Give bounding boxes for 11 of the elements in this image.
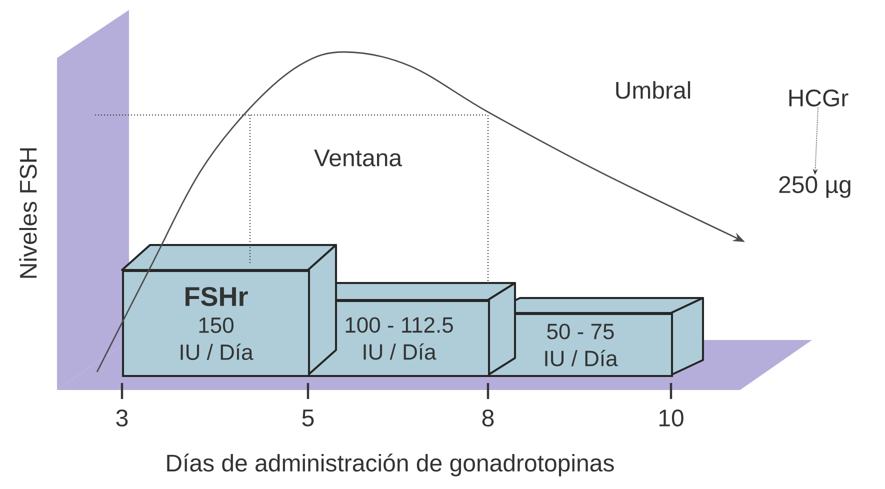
dose-box: FSHr 150 IU / Día — [121, 244, 337, 377]
tick-label: 10 — [660, 410, 684, 426]
tick-label: 3 — [116, 410, 128, 426]
drug-label: HCGr — [789, 90, 848, 106]
axis-title: Niveles FSH — [19, 148, 37, 278]
tick-label: 8 — [482, 410, 494, 426]
axis-title: Días de administración de gonadrotopinas — [167, 454, 614, 476]
curve-label: Umbral — [616, 81, 690, 99]
window-label: Ventana — [314, 150, 402, 166]
drug-label: 250 µg — [779, 176, 850, 198]
tick-label: 5 — [302, 410, 314, 426]
